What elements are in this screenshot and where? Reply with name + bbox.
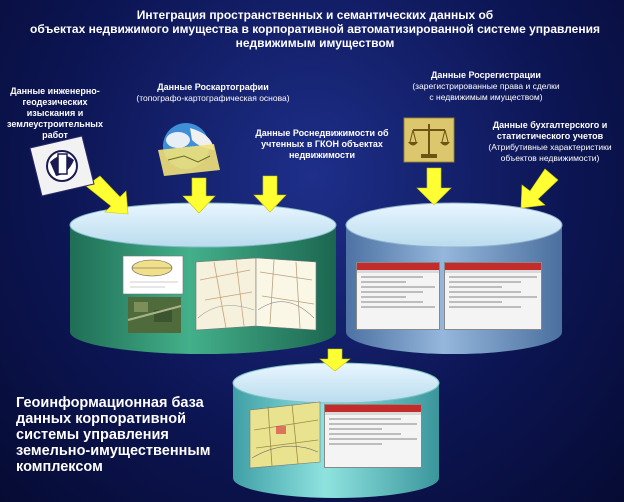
source-roskartografia-label: Данные Роскартографии (топографо-картогр… <box>134 82 292 104</box>
registry-screenshot-2 <box>444 262 542 330</box>
source-engineering-label: Данные инженерно-геодезических изыскания… <box>3 86 107 141</box>
geodesy-logo-icon <box>30 136 94 196</box>
satellite-photo-image <box>128 297 181 333</box>
survey-diagram-image <box>123 256 183 294</box>
geoinformation-db-caption: Геоинформационная база данных корпоратив… <box>16 395 246 475</box>
registry-screenshot-1 <box>356 262 440 330</box>
topographic-map-image <box>256 258 316 330</box>
integrated-system-screenshot <box>324 404 422 468</box>
cadastral-map-image <box>196 258 256 330</box>
scales-logo-icon <box>404 118 454 162</box>
combined-map-image <box>250 402 320 468</box>
arrow-accounting <box>521 169 558 208</box>
source-rosregistratsia-label: Данные Росрегистрации (зарегистрированны… <box>410 70 562 103</box>
source-accounting-label: Данные бухгалтерского и статистического … <box>480 120 620 164</box>
roskartografia-logo-icon <box>158 123 220 176</box>
source-rosnedvizhimost-label: Данные Роснедвижимости об учтенных в ГКО… <box>254 128 390 161</box>
arrow-rosregistratsia <box>417 168 451 205</box>
